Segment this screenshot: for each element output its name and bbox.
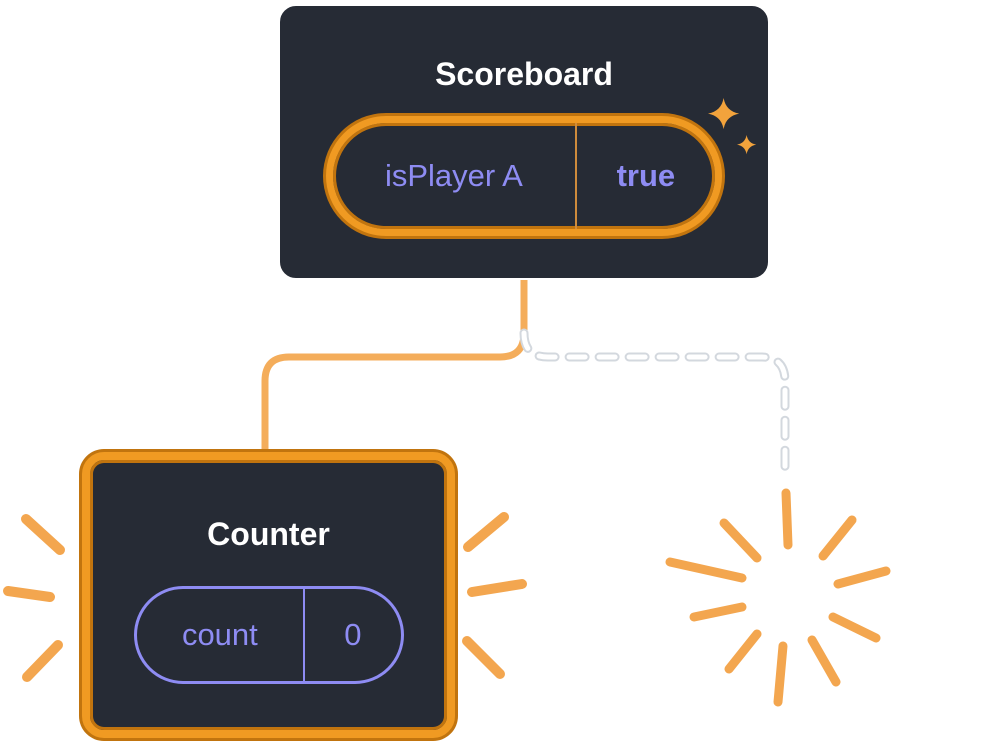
- sparkle-icon: [708, 98, 757, 155]
- counter-state-pill: count 0: [133, 586, 404, 684]
- dashed-connector-line: [519, 328, 790, 483]
- state-key: count: [181, 617, 258, 652]
- pill-divider: [574, 123, 577, 229]
- scoreboard-state-pill: isPlayer A true: [326, 116, 722, 236]
- scoreboard-title: Scoreboard: [435, 56, 613, 92]
- counter-title: Counter: [207, 516, 330, 552]
- burst-icon: [665, 488, 891, 707]
- poof-rays-left: [3, 514, 65, 682]
- poof-rays-right: [462, 512, 527, 679]
- pill-divider: [303, 589, 306, 681]
- counter-card: Counter count 0: [82, 452, 455, 738]
- state-value: 0: [344, 617, 362, 652]
- scoreboard-card: Scoreboard isPlayer A true: [278, 4, 770, 280]
- state-key: isPlayer A: [384, 158, 523, 193]
- state-value: true: [616, 158, 676, 193]
